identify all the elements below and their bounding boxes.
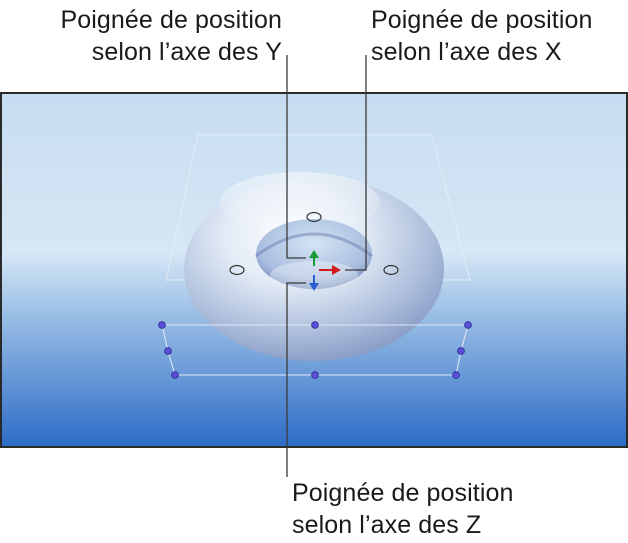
green-up-arrow-icon[interactable]: [309, 250, 319, 266]
bbox-point: [171, 371, 179, 379]
bbox-point: [158, 321, 166, 329]
callout-z-handle: Poignée de position selon l’axe des Z: [292, 477, 514, 541]
bounding-box-points[interactable]: [158, 321, 472, 379]
bbox-point: [464, 321, 472, 329]
callout-y-handle: Poignée de position selon l’axe des Y: [12, 4, 282, 68]
rotation-handle-right[interactable]: [383, 264, 399, 276]
callout-y-line1: Poignée de position: [60, 6, 282, 34]
callout-y-line2: selon l’axe des Y: [91, 38, 282, 66]
bbox-point: [164, 347, 172, 355]
callout-x-handle: Poignée de position selon l’axe des X: [371, 4, 593, 68]
rotation-handle-left[interactable]: [229, 264, 245, 276]
bbox-point: [457, 347, 465, 355]
callout-x-line1: Poignée de position: [371, 6, 593, 34]
canvas-viewer[interactable]: [0, 92, 628, 448]
bbox-point: [311, 371, 319, 379]
bbox-point: [452, 371, 460, 379]
callout-z-line2: selon l’axe des Z: [292, 511, 482, 539]
callout-x-line2: selon l’axe des X: [371, 38, 562, 66]
rotation-handle-top[interactable]: [306, 211, 322, 223]
red-right-arrow-icon[interactable]: [319, 265, 341, 275]
callout-z-line1: Poignée de position: [292, 479, 514, 507]
bbox-point: [311, 321, 319, 329]
blue-down-arrow-icon[interactable]: [309, 275, 319, 291]
